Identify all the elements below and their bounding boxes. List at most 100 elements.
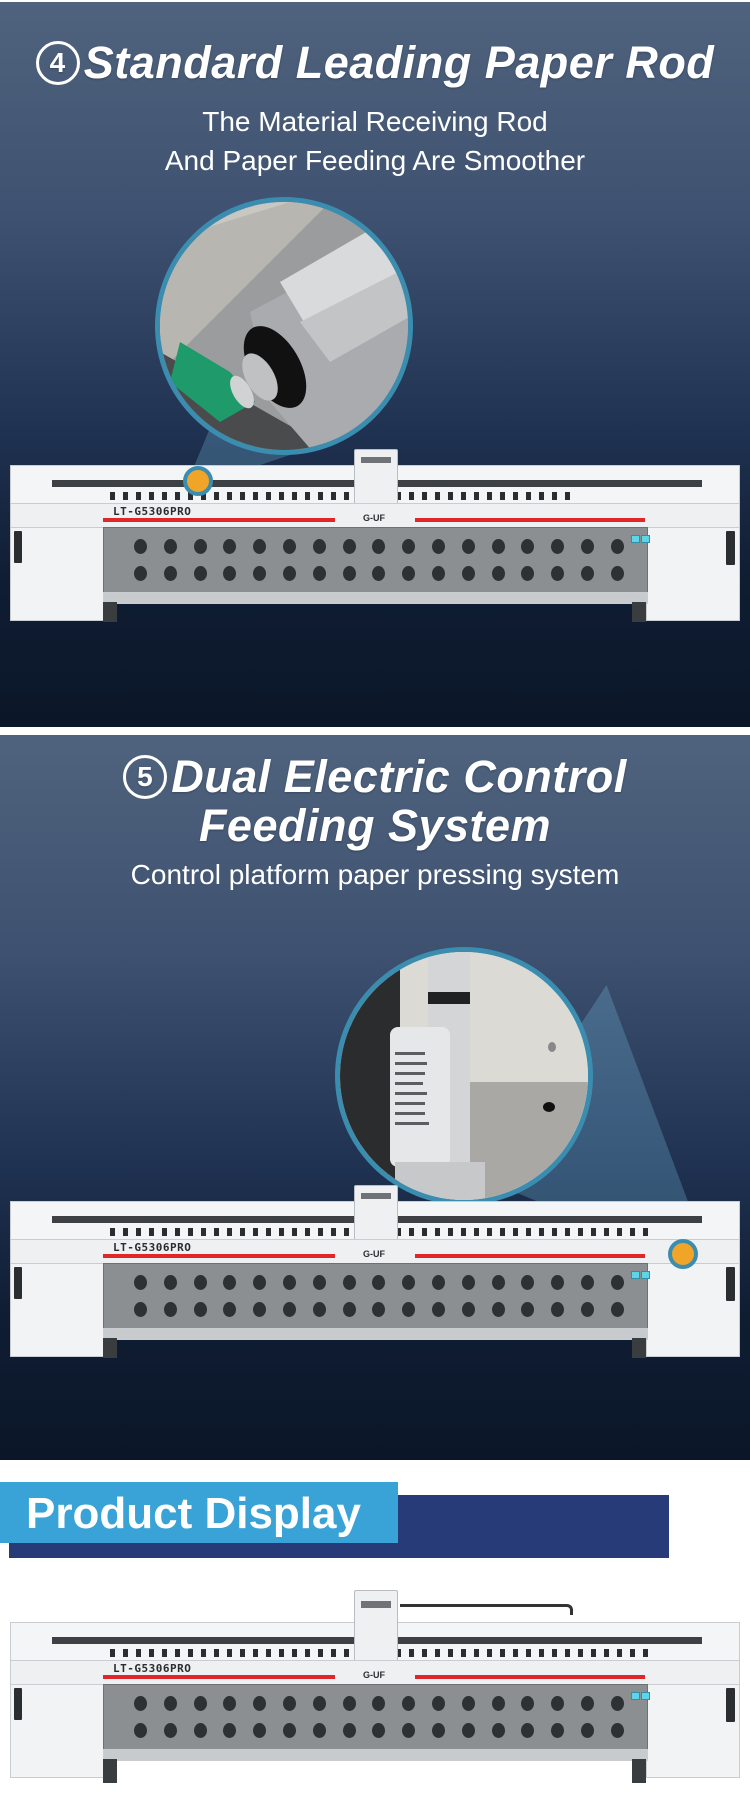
- fan-icon: [521, 1696, 535, 1711]
- fan-icon: [342, 1696, 356, 1711]
- printer-front-beam: [10, 503, 740, 529]
- fan-icon: [163, 566, 177, 581]
- fan-icon: [193, 1696, 207, 1711]
- printer-red-stripe-right: [415, 1254, 645, 1258]
- status-led: [631, 1271, 640, 1279]
- fan-icon: [372, 1723, 386, 1738]
- emergency-stop-panel: [14, 1267, 22, 1299]
- fan-icon: [551, 1696, 565, 1711]
- printer-leg-left: [103, 1759, 117, 1783]
- fan-icon: [253, 1696, 267, 1711]
- fan-icon: [610, 1696, 624, 1711]
- printer-model-label: LT-G5306PRO: [113, 1662, 192, 1675]
- fan-icon: [283, 1275, 296, 1290]
- printer-right-cabinet: [646, 1684, 740, 1778]
- control-panel: [726, 1688, 735, 1722]
- printer-illustration: LT-G5306PRO G‑UF: [10, 449, 740, 622]
- fan-icon: [163, 1723, 177, 1738]
- fan-icon: [223, 539, 237, 554]
- section-title-text: Standard Leading Paper Rod: [83, 37, 715, 88]
- printer-red-stripe-right: [415, 1675, 645, 1679]
- fan-icon: [610, 1275, 624, 1290]
- fan-icon: [223, 1696, 237, 1711]
- fan-icon: [461, 566, 475, 581]
- fan-icon: [432, 1275, 445, 1290]
- product-display-heading: Product Display: [26, 1489, 361, 1538]
- printer-red-stripe-left: [103, 1254, 335, 1258]
- section-divider: [0, 727, 750, 735]
- printer-fan-panel: [103, 1263, 648, 1330]
- fan-icon: [402, 539, 416, 554]
- printer-red-stripe-left: [103, 1675, 335, 1679]
- actuator-photo-icon: [340, 952, 588, 1200]
- fan-icon: [610, 566, 624, 581]
- fan-icon: [372, 1302, 386, 1317]
- fan-icon: [581, 566, 594, 581]
- fan-icon: [491, 1696, 505, 1711]
- step-number-badge: 5: [123, 755, 168, 799]
- fan-icon: [134, 1723, 147, 1738]
- control-panel: [726, 1267, 735, 1301]
- fan-icon: [581, 1696, 594, 1711]
- fan-icon: [342, 1302, 356, 1317]
- fan-icon: [193, 1275, 207, 1290]
- printer-media-guide: [103, 1328, 648, 1340]
- step-number-badge: 4: [35, 41, 80, 85]
- printer-red-stripe-left: [103, 518, 335, 522]
- fan-icon: [134, 1275, 147, 1290]
- callout-marker: [183, 466, 213, 496]
- fan-icon: [402, 566, 416, 581]
- fan-icon: [163, 1302, 177, 1317]
- fan-icon: [402, 1696, 416, 1711]
- printer-fan-panel: [103, 1684, 648, 1751]
- printer-brand-logo: G‑UF: [363, 1249, 385, 1259]
- fan-icon: [283, 539, 296, 554]
- fan-icon: [163, 1275, 177, 1290]
- fan-icon: [551, 539, 565, 554]
- printer-model-label: LT-G5306PRO: [113, 1241, 192, 1254]
- fan-icon: [551, 1723, 565, 1738]
- printer-brand-logo: G‑UF: [363, 513, 385, 523]
- fan-icon: [372, 539, 386, 554]
- fan-icon: [402, 1302, 416, 1317]
- fan-icon: [193, 1723, 207, 1738]
- printer-leg-left: [103, 1338, 117, 1358]
- fan-icon: [491, 566, 505, 581]
- fan-icon: [312, 1723, 326, 1738]
- fan-icon: [253, 1302, 267, 1317]
- fan-icon: [581, 1275, 594, 1290]
- fan-icon: [551, 1302, 565, 1317]
- fan-icon: [521, 566, 535, 581]
- fan-icon: [372, 1696, 386, 1711]
- fan-icon: [521, 1723, 535, 1738]
- fan-icon: [461, 1723, 475, 1738]
- fan-icon: [521, 1275, 535, 1290]
- fan-icon: [193, 539, 207, 554]
- fan-icon: [610, 539, 624, 554]
- control-panel: [726, 531, 735, 565]
- fan-icon: [491, 539, 505, 554]
- printer-left-cabinet: [10, 527, 105, 621]
- fan-icon: [312, 1696, 326, 1711]
- printer-brand-logo: G‑UF: [363, 1670, 385, 1680]
- printer-pinch-rollers: [110, 492, 570, 500]
- fan-icon: [163, 1696, 177, 1711]
- section-subtitle-line-2: And Paper Feeding Are Smoother: [164, 145, 586, 176]
- fan-icon: [342, 1275, 356, 1290]
- product-display-banner: [0, 1482, 398, 1543]
- magnifier-closeup-actuator: [335, 947, 593, 1205]
- status-led: [631, 535, 640, 543]
- magnifier-closeup-paper-rod: [155, 197, 413, 455]
- fan-icon: [551, 1275, 565, 1290]
- fan-icon: [342, 566, 356, 581]
- printer-leg-right: [632, 1759, 646, 1783]
- fan-icon: [491, 1723, 505, 1738]
- fan-icon: [402, 1275, 416, 1290]
- fan-icon: [223, 1723, 237, 1738]
- status-led: [641, 1692, 650, 1700]
- printer-left-cabinet: [10, 1684, 105, 1778]
- printer-illustration: LT-G5306PRO G‑UF: [10, 1185, 740, 1358]
